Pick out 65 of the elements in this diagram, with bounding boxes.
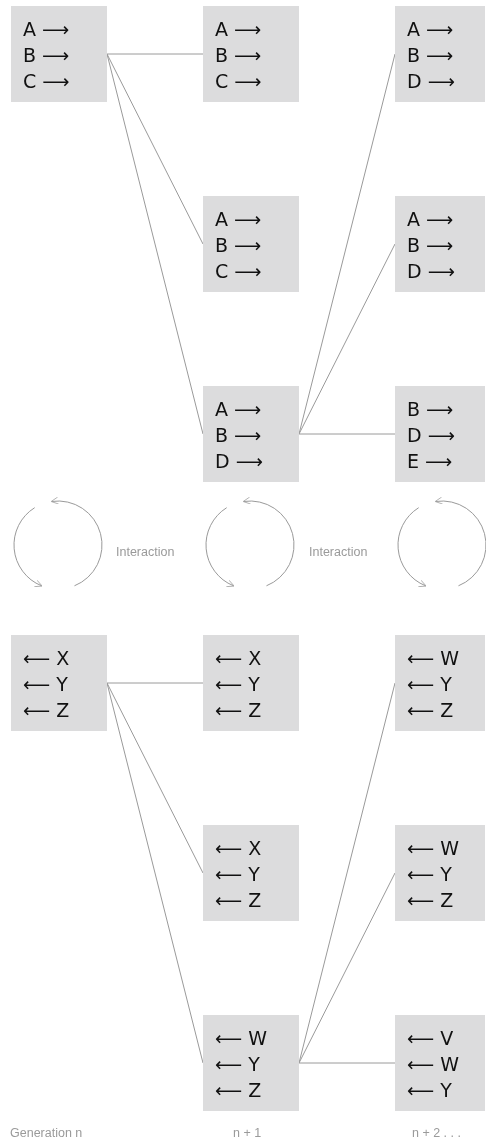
axis-label: Generation n: [10, 1126, 83, 1140]
gene-box: [395, 1015, 485, 1111]
gene-arrow-text: ⟵ Y: [407, 1078, 452, 1103]
gene-arrow-text: B ⟶: [215, 423, 262, 448]
connector-line: [106, 682, 204, 684]
gene-arrow-text: ⟵ Z: [215, 888, 262, 913]
gene-box: [395, 6, 485, 102]
gene-arrow-text: A ⟶: [215, 207, 262, 232]
axis-label: n + 2 . . .: [412, 1126, 461, 1140]
gene-box: [203, 635, 299, 731]
gene-box: [395, 196, 485, 292]
gene-box: [395, 635, 485, 731]
gene-arrow-text: ⟵ Z: [23, 698, 70, 723]
gene-box: [203, 825, 299, 921]
connector-line: [298, 433, 396, 435]
gene-arrow-text: B ⟶: [23, 43, 70, 68]
gene-box: [395, 386, 485, 482]
gene-arrow-text: E ⟶: [407, 449, 453, 474]
gene-arrow-text: A ⟶: [215, 17, 262, 42]
gene-arrow-text: ⟵ Y: [407, 672, 452, 697]
gene-arrow-text: ⟵ Z: [407, 888, 454, 913]
gene-arrow-text: D ⟶: [407, 259, 455, 284]
gene-arrow-text: B ⟶: [407, 397, 454, 422]
gene-arrow-text: B ⟶: [215, 233, 262, 258]
gene-arrow-text: A ⟶: [23, 17, 70, 42]
gene-box: [203, 6, 299, 102]
gene-arrow-text: ⟵ Y: [215, 862, 260, 887]
gene-arrow-text: ⟵ X: [215, 646, 262, 671]
interaction-label: Interaction: [309, 545, 368, 559]
gene-arrow-text: C ⟶: [215, 259, 262, 284]
gene-arrow-text: ⟵ W: [215, 1026, 268, 1051]
gene-box: [11, 635, 107, 731]
gene-box: [203, 196, 299, 292]
gene-arrow-text: B ⟶: [407, 43, 454, 68]
gene-arrow-text: ⟵ W: [407, 1052, 460, 1077]
gene-arrow-text: C ⟶: [23, 69, 70, 94]
gene-arrow-text: ⟵ W: [407, 646, 460, 671]
gene-arrow-text: D ⟶: [407, 69, 455, 94]
gene-arrow-text: ⟵ Z: [215, 1078, 262, 1103]
gene-arrow-text: A ⟶: [215, 397, 262, 422]
gene-box: [395, 825, 485, 921]
gene-arrow-text: ⟵ Y: [23, 672, 68, 697]
gene-box: [203, 1015, 299, 1111]
gene-arrow-text: A ⟶: [407, 207, 454, 232]
gene-arrow-text: ⟵ X: [23, 646, 70, 671]
gene-box: [203, 386, 299, 482]
axis-label: n + 1: [233, 1126, 262, 1140]
gene-arrow-text: C ⟶: [215, 69, 262, 94]
gene-arrow-text: ⟵ Z: [407, 698, 454, 723]
gene-arrow-text: ⟵ W: [407, 836, 460, 861]
gene-arrow-text: D ⟶: [407, 423, 455, 448]
connector-line: [106, 53, 204, 55]
gene-arrow-text: D ⟶: [215, 449, 263, 474]
gene-arrow-text: ⟵ Y: [407, 862, 452, 887]
gene-arrow-text: B ⟶: [215, 43, 262, 68]
gene-arrow-text: A ⟶: [407, 17, 454, 42]
gene-arrow-text: ⟵ V: [407, 1026, 454, 1051]
gene-arrow-text: ⟵ X: [215, 836, 262, 861]
gene-arrow-text: ⟵ Y: [215, 672, 260, 697]
gene-arrow-text: ⟵ Z: [215, 698, 262, 723]
gene-box: [11, 6, 107, 102]
connector-line: [298, 1062, 396, 1064]
interaction-label: Interaction: [116, 545, 175, 559]
gene-arrow-text: ⟵ Y: [215, 1052, 260, 1077]
gene-arrow-text: B ⟶: [407, 233, 454, 258]
